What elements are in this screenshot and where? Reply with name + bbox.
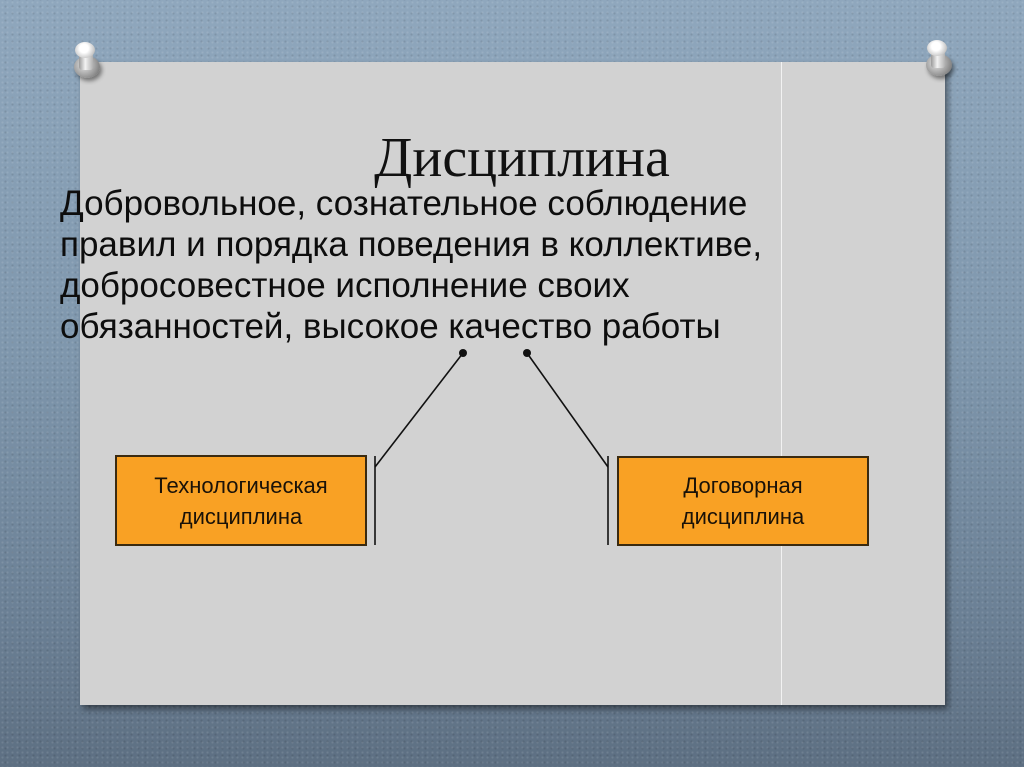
slide-panel <box>80 62 945 705</box>
contractual-discipline-box: Договорная дисциплина <box>617 456 869 546</box>
panel-divider-line <box>781 62 782 705</box>
box-label-line1: Технологическая <box>154 472 328 498</box>
box-label-line2: дисциплина <box>681 504 805 529</box>
box-label-line1: Договорная <box>683 473 803 498</box>
definition-line: обязанностей, высокое качество работы <box>60 307 721 346</box>
definition-text: Добровольное, сознательное соблюдение пр… <box>60 183 960 347</box>
definition-line: Добровольное, сознательное соблюдение <box>60 184 748 223</box>
definition-line: добросовестное исполнение своих <box>60 266 630 305</box>
slide-title: Дисциплина <box>374 127 670 189</box>
definition-line: правил и порядка поведения в коллективе, <box>60 225 763 264</box>
box-label-line2: дисциплина <box>179 503 303 529</box>
technological-discipline-box: Технологическая дисциплина <box>115 455 367 546</box>
pushpin-icon <box>70 42 102 80</box>
pushpin-icon <box>922 40 954 78</box>
